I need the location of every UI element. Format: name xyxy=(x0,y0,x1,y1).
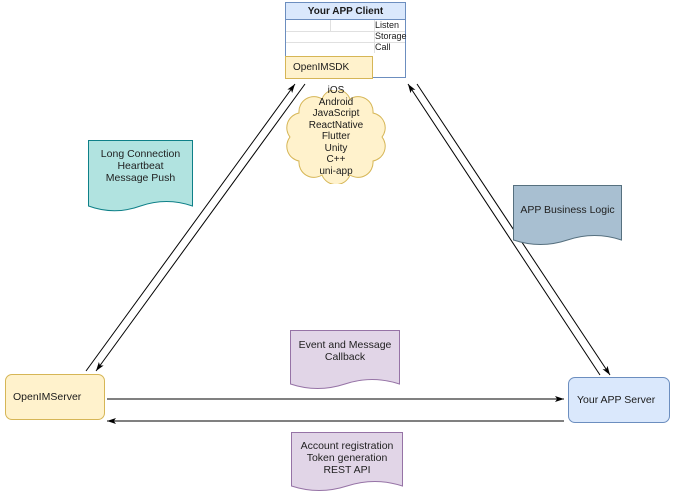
divider xyxy=(286,31,405,32)
divider xyxy=(330,20,331,31)
node-openim-server: OpenIMServer xyxy=(5,374,105,420)
node-label: Your APP Server xyxy=(577,394,656,406)
note-text: Account registration Token generation RE… xyxy=(300,440,394,476)
note-text: Long Connection Heartbeat Message Push xyxy=(100,148,181,184)
client-row-call: Call xyxy=(375,42,391,52)
node-your-app-client: Your APP Client Listen Storage Call Open… xyxy=(285,2,407,79)
cloud-shape-icon xyxy=(286,90,386,184)
client-body: Listen Storage Call OpenIMSDK xyxy=(285,20,407,79)
note-text: Event and Message Callback xyxy=(298,339,392,363)
client-row-listen: Listen xyxy=(375,20,400,30)
document-shape-icon xyxy=(513,185,622,245)
note-app-business-logic: APP Business Logic xyxy=(513,185,622,249)
client-title: Your APP Client xyxy=(286,3,405,20)
document-shape-icon xyxy=(290,330,400,389)
divider xyxy=(286,42,405,43)
divider xyxy=(374,20,375,53)
node-openimsdk: OpenIMSDK xyxy=(285,56,373,79)
document-shape-icon xyxy=(88,140,193,212)
platform-list: iOS Android JavaScript ReactNative Flutt… xyxy=(308,85,364,177)
arrow-openimserver-to-client xyxy=(85,83,296,372)
note-rest-api: Account registration Token generation RE… xyxy=(291,432,403,495)
node-platform-cloud: iOS Android JavaScript ReactNative Flutt… xyxy=(284,85,388,184)
arrow-client-to-openimserver xyxy=(95,83,306,372)
arrow-appserver-to-client xyxy=(407,83,601,376)
node-your-app-server: Your APP Server xyxy=(568,377,670,423)
node-label: OpenIMServer xyxy=(13,391,82,403)
client-row-storage: Storage xyxy=(375,31,407,41)
note-event-callback: Event and Message Callback xyxy=(290,330,400,393)
note-long-connection: Long Connection Heartbeat Message Push xyxy=(88,140,193,216)
note-text: APP Business Logic xyxy=(520,204,615,216)
document-shape-icon xyxy=(291,432,403,491)
